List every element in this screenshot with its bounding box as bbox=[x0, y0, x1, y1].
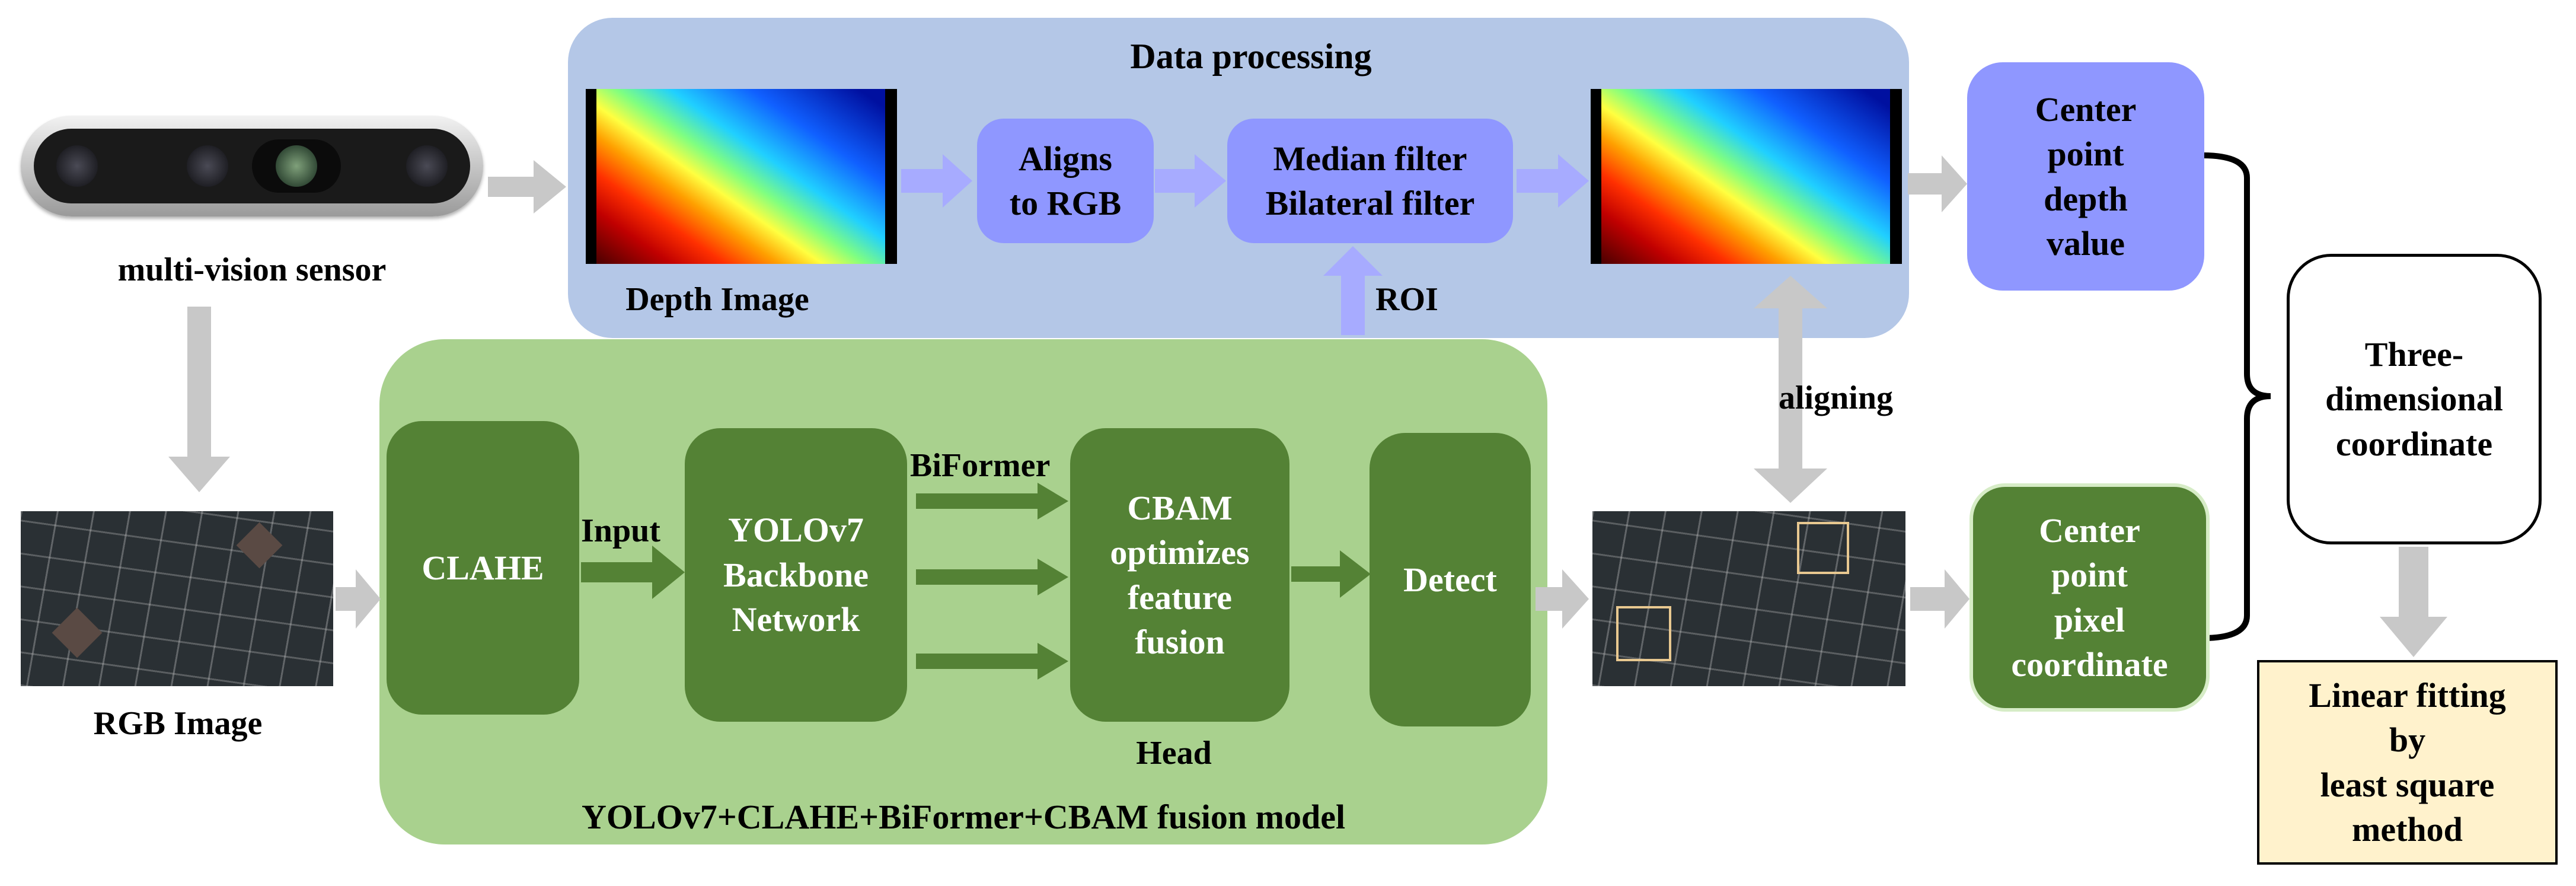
lens-icon bbox=[187, 145, 228, 187]
arrow-roi bbox=[1323, 246, 1383, 335]
bounding-box bbox=[1616, 606, 1671, 661]
depth-image-label: Depth Image bbox=[625, 281, 809, 318]
lens-icon bbox=[252, 139, 341, 193]
arrow-output-to-pixel bbox=[1910, 569, 1969, 629]
filtered-depth-image bbox=[1591, 89, 1902, 264]
lens-icon bbox=[56, 145, 98, 187]
roi-label: ROI bbox=[1375, 281, 1438, 318]
rgb-image-label: RGB Image bbox=[93, 705, 263, 742]
arrow-sensor-to-depth bbox=[488, 160, 566, 213]
arrow-aligning bbox=[1754, 276, 1827, 503]
arrow-cbam-to-detect bbox=[1291, 550, 1371, 598]
clahe-box: CLAHE bbox=[387, 421, 579, 715]
arrow-filter-to-depth-output bbox=[1517, 154, 1589, 208]
lens-icon bbox=[406, 145, 448, 187]
arrow-detect-to-output bbox=[1536, 569, 1589, 629]
arrow-3d-to-fit bbox=[2380, 547, 2447, 657]
rgb-image bbox=[21, 511, 333, 686]
arrow-sensor-to-rgb bbox=[168, 307, 230, 492]
aligning-label: aligning bbox=[1779, 380, 1893, 416]
arrow-input bbox=[581, 546, 685, 599]
detection-result-image bbox=[1592, 511, 1905, 686]
input-label: Input bbox=[581, 512, 660, 549]
bounding-box bbox=[1797, 522, 1849, 574]
combine-bracket bbox=[2202, 152, 2271, 641]
detect-box: Detect bbox=[1370, 433, 1531, 726]
arrow-biformer-3 bbox=[916, 643, 1068, 680]
head-label: Head bbox=[1136, 735, 1212, 772]
arrow-biformer-1 bbox=[916, 483, 1068, 520]
arrow-rgb-to-clahe bbox=[336, 569, 381, 629]
object-marker bbox=[236, 522, 283, 569]
sensor-label: multi-vision sensor bbox=[117, 251, 387, 288]
object-marker bbox=[52, 607, 103, 658]
arrow-depth-to-aligns bbox=[901, 154, 972, 208]
biformer-label: BiFormer bbox=[910, 447, 1051, 484]
arrow-depth-to-center bbox=[1908, 155, 1967, 212]
arrow-aligns-to-filter bbox=[1155, 154, 1226, 208]
fusion-model-title: YOLOv7+CLAHE+BiFormer+CBAM fusion model bbox=[581, 798, 1346, 836]
data-processing-title: Data processing bbox=[1130, 37, 1372, 76]
arrow-biformer-2 bbox=[916, 559, 1068, 595]
camera-sensor-icon bbox=[21, 116, 483, 216]
depth-image bbox=[586, 89, 897, 264]
